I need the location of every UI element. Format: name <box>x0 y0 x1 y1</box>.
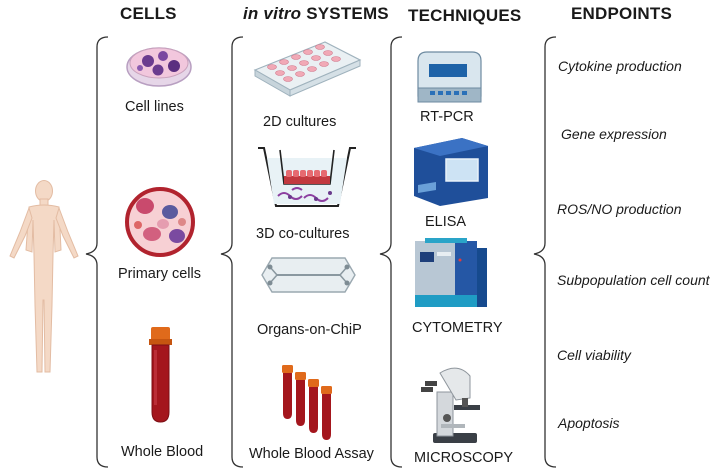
header-endpoints: ENDPOINTS <box>571 4 672 23</box>
bracket-techniques <box>379 36 403 468</box>
human-body-icon <box>9 180 79 373</box>
bracket-systems <box>220 36 244 468</box>
label-rt-pcr: RT-PCR <box>420 109 474 125</box>
primary-cells-icon <box>125 187 195 257</box>
header-systems: in vitro SYSTEMS <box>243 4 389 24</box>
label-primary-cells: Primary cells <box>118 266 201 282</box>
endpoint-item: Cytokine production <box>558 58 682 74</box>
elisa-reader-icon <box>414 138 488 206</box>
label-cytometry: CYTOMETRY <box>412 320 503 336</box>
label-3d-cocultures: 3D co-cultures <box>256 226 350 242</box>
label-microscopy: MICROSCOPY <box>414 450 514 466</box>
label-whole-blood: Whole Blood <box>121 444 204 460</box>
petri-dish-icon <box>126 47 192 87</box>
label-organs-on-chip: Organs-on-ChiP <box>257 322 362 338</box>
pcr-machine-icon <box>417 51 482 103</box>
header-techniques: TECHNIQUES <box>408 6 522 25</box>
bracket-cells <box>85 36 109 468</box>
label-whole-blood-assay: Whole Blood Assay <box>249 446 374 462</box>
column-brackets <box>85 36 557 468</box>
header-systems-suffix: SYSTEMS <box>301 4 389 23</box>
microscope-icon <box>421 367 480 443</box>
cytometer-icon <box>415 238 487 307</box>
blood-tubes-rack-icon <box>282 365 332 440</box>
header-cells: CELLS <box>120 4 177 23</box>
endpoint-item: ROS/NO production <box>557 201 682 217</box>
endpoint-item: Apoptosis <box>558 415 620 431</box>
label-elisa: ELISA <box>425 214 467 230</box>
endpoint-item: Cell viability <box>557 347 631 363</box>
organ-chip-icon <box>261 257 356 293</box>
header-systems-prefix: in vitro <box>243 4 302 23</box>
label-2d-cultures: 2D cultures <box>263 114 337 130</box>
blood-tube-icon <box>149 327 172 423</box>
transwell-icon <box>258 147 356 207</box>
bracket-endpoints <box>533 36 557 468</box>
endpoint-item: Subpopulation cell count <box>557 272 710 288</box>
well-plate-icon <box>253 41 362 97</box>
label-cell-lines: Cell lines <box>125 99 184 115</box>
endpoint-item: Gene expression <box>561 126 667 142</box>
